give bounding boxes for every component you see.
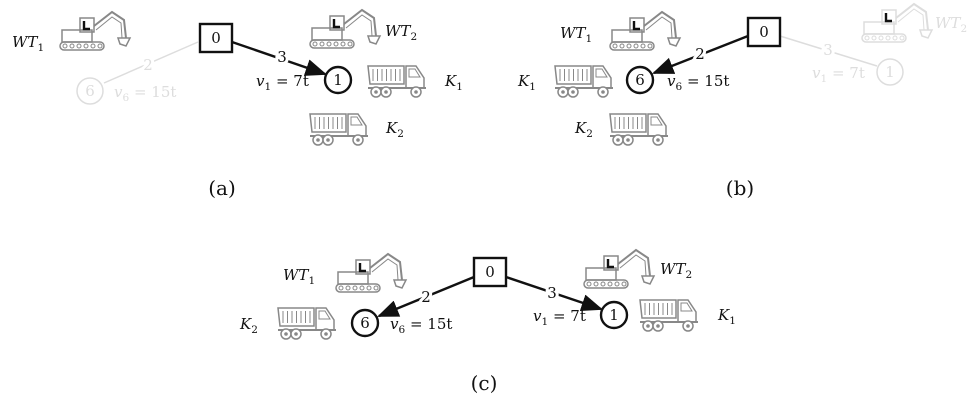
depot-label: 0 [211, 29, 221, 47]
edge-weight: 2 [421, 288, 431, 306]
panel-caption: (c) [471, 371, 498, 395]
rate-label: v1 = 7t [812, 64, 865, 85]
depot-label: 0 [485, 263, 495, 281]
rate-label: v1 = 7t [533, 307, 586, 328]
rate-label: v1 = 7t [256, 72, 309, 93]
site-node-label: 1 [333, 71, 343, 89]
dump-truck-icon [609, 113, 668, 146]
edge-weight: 3 [823, 41, 833, 59]
edge [103, 41, 199, 84]
excavator-icon [609, 10, 682, 51]
excavator-icon [335, 252, 408, 293]
site-node [323, 65, 353, 95]
icon-label: K2 [574, 119, 593, 140]
rate-label: v6 = 15t [667, 72, 729, 93]
icon-label: K1 [444, 72, 463, 93]
panel-caption: (b) [726, 176, 754, 200]
dump-truck-icon [639, 299, 698, 332]
dump-truck-icon [277, 307, 336, 340]
rate-label: v6 = 15t [390, 315, 452, 336]
depot-node [472, 256, 508, 288]
excavator-icon [583, 248, 656, 289]
site-node [625, 65, 655, 95]
icon-label: K2 [385, 119, 404, 140]
excavator-icon [309, 8, 382, 49]
site-node [599, 300, 629, 330]
edge [651, 34, 749, 75]
depot-node [198, 22, 234, 54]
icon-label: WT1 [283, 266, 315, 287]
icon-label: K1 [517, 72, 536, 93]
site-node-label: 1 [885, 63, 895, 81]
edge [231, 40, 328, 76]
site-node [76, 77, 104, 105]
site-node-label: 6 [85, 82, 95, 100]
icon-label: WT2 [935, 14, 967, 35]
icon-label: WT1 [560, 24, 592, 45]
excavator-icon [59, 10, 132, 51]
dump-truck-icon [309, 113, 368, 146]
depot-node [746, 16, 782, 48]
icon-label: WT1 [12, 33, 44, 54]
excavator-icon [861, 2, 934, 43]
panel-caption: (a) [208, 176, 236, 200]
edge [505, 275, 604, 311]
icon-label: K2 [239, 315, 258, 336]
rate-label: v6 = 15t [114, 83, 176, 104]
site-node [350, 308, 380, 338]
edge [779, 35, 878, 67]
edge-weight: 3 [547, 284, 557, 302]
dump-truck-icon [367, 65, 426, 98]
site-node-label: 6 [635, 71, 645, 89]
site-node-label: 6 [360, 314, 370, 332]
icon-label: WT2 [385, 22, 417, 43]
icon-label: WT2 [660, 260, 692, 281]
site-node [876, 58, 904, 86]
edge-weight: 2 [695, 45, 705, 63]
edge-weight: 3 [277, 48, 287, 66]
icon-label: K1 [717, 306, 736, 327]
edge [377, 275, 475, 318]
depot-label: 0 [759, 23, 769, 41]
site-node-label: 1 [609, 306, 619, 324]
edge-weight: 2 [143, 56, 153, 74]
dump-truck-icon [554, 65, 613, 98]
